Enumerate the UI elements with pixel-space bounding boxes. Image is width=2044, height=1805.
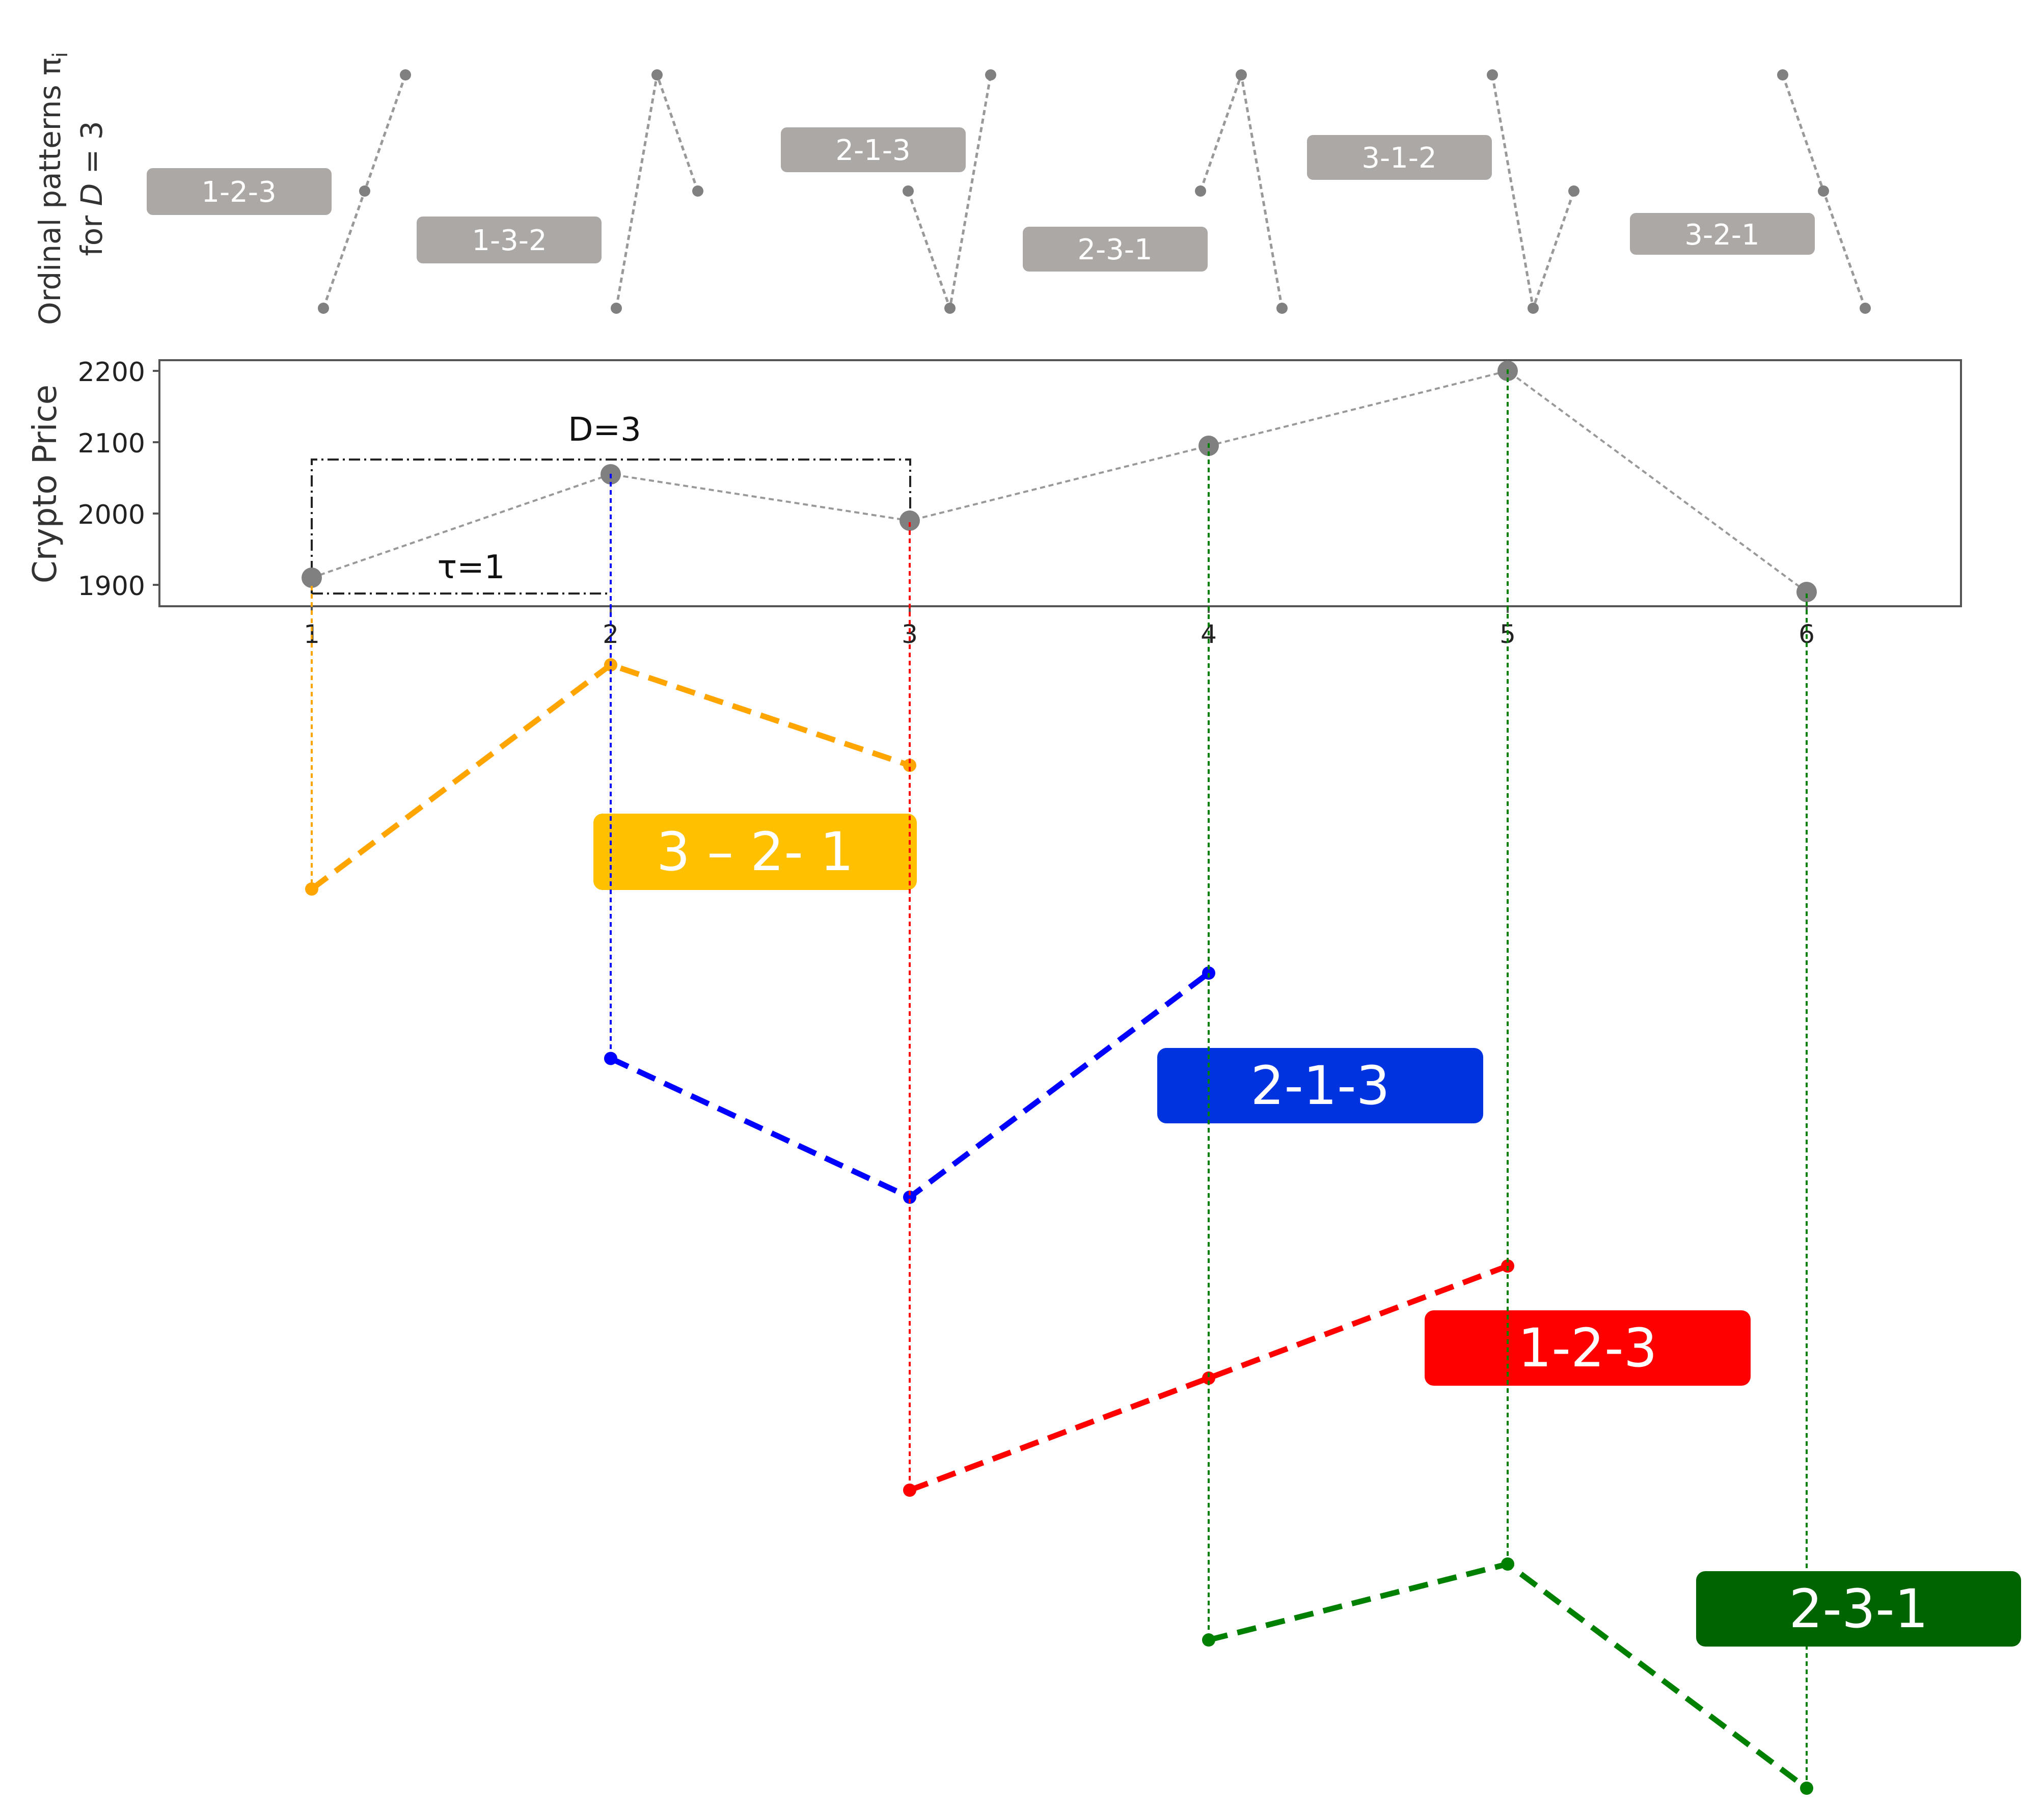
price-series <box>302 361 1817 602</box>
pattern-2-1-3: 2-1-3 <box>781 69 996 314</box>
pattern-1-3-2: 1-3-2 <box>417 69 703 314</box>
embedding-windows: 3 – 2- 1 2-1-3 1-2-3 2-3-1 <box>305 369 2021 1795</box>
pattern-point <box>651 69 663 80</box>
pattern-label-box <box>1023 227 1208 272</box>
pattern-point <box>400 69 411 80</box>
pattern-point <box>1818 185 1829 197</box>
y-tick-label: 2200 <box>78 357 145 388</box>
embedding-window-2: 2-1-3 <box>604 443 1483 1204</box>
window-pattern-line <box>909 1263 1509 1493</box>
y-tick-label: 2100 <box>78 428 145 459</box>
pattern-line <box>615 70 699 309</box>
window-label-box <box>1425 1310 1751 1386</box>
window-point <box>1202 1633 1215 1647</box>
pattern-line <box>1199 70 1284 309</box>
pattern-line <box>907 74 992 313</box>
price-line <box>311 369 1808 593</box>
pattern-point <box>1568 185 1579 197</box>
pattern-label: 2-3-1 <box>1077 233 1152 266</box>
pattern-point <box>1777 69 1788 80</box>
patterns-axis-label: Ordinal patterns πi <box>33 52 72 325</box>
pattern-point <box>1276 303 1288 314</box>
patterns-axis-sublabel: for D = 3 <box>74 121 109 256</box>
window-label: 2-3-1 <box>1789 1578 1928 1640</box>
pattern-label: 3-2-1 <box>1684 219 1759 252</box>
pattern-label: 1-3-2 <box>472 224 547 257</box>
pattern-point <box>692 185 703 197</box>
pattern-point <box>1528 303 1539 314</box>
plot-frame <box>158 359 1962 607</box>
pattern-point <box>1860 303 1871 314</box>
window-point <box>1800 1782 1813 1795</box>
pattern-point <box>1487 69 1498 80</box>
pattern-2-3-1: 2-3-1 <box>1023 69 1288 314</box>
pattern-label-box <box>781 127 966 172</box>
price-point <box>1796 582 1817 602</box>
pattern-point <box>359 185 370 197</box>
y-tick-label: 2000 <box>78 500 145 530</box>
window-point <box>1501 1557 1514 1571</box>
dimension-annotation: D=3 <box>568 411 641 449</box>
pattern-point <box>1236 69 1247 80</box>
x-ticks: 123456 <box>304 606 1815 649</box>
window-point <box>903 759 916 772</box>
pattern-label: 3-1-2 <box>1361 142 1436 175</box>
pattern-line <box>1491 74 1575 313</box>
pattern-point <box>944 303 956 314</box>
window-label: 1-2-3 <box>1518 1317 1657 1379</box>
pattern-3-2-1: 3-2-1 <box>1630 69 1871 314</box>
pattern-point <box>903 185 914 197</box>
y-ticks: 1900 2000 2100 2200 <box>78 357 159 602</box>
embedding-window-4: 2-3-1 <box>1202 369 2021 1795</box>
pattern-point <box>611 303 622 314</box>
price-point <box>302 568 322 588</box>
y-tick-label: 1900 <box>78 571 145 602</box>
ordinal-patterns-panel: Ordinal patterns πi for D = 3 1-2-3 1-3-… <box>33 52 1871 325</box>
delay-annotation: τ=1 <box>438 549 505 586</box>
window-label: 2-1-3 <box>1250 1055 1390 1117</box>
pattern-1-2-3: 1-2-3 <box>147 69 411 314</box>
window-point <box>903 1191 916 1204</box>
window-label-box <box>1157 1048 1483 1123</box>
window-point <box>305 882 318 896</box>
pattern-label-box <box>147 168 332 215</box>
pattern-label-box <box>1307 135 1492 180</box>
window-bracket <box>311 459 911 594</box>
pattern-point <box>318 303 329 314</box>
y-axis-label: Crypto Price <box>26 385 64 583</box>
pattern-3-1-2: 3-1-2 <box>1307 69 1579 314</box>
pattern-label: 1-2-3 <box>201 176 276 209</box>
pattern-point <box>1195 185 1206 197</box>
window-point <box>903 1484 916 1497</box>
embedding-window-3: 1-2-3 <box>903 369 1751 1497</box>
price-chart: Crypto Price 1900 2000 2100 2200 123456 D=3… <box>26 357 1962 649</box>
window-label-box <box>1696 1571 2021 1647</box>
pattern-label-box <box>417 217 602 263</box>
pattern-label: 2-1-3 <box>835 134 910 167</box>
pattern-label-box <box>1630 213 1815 255</box>
embedding-window-1: 3 – 2- 1 <box>305 474 917 896</box>
window-label-box <box>593 814 917 890</box>
window-point <box>604 1052 617 1065</box>
window-label: 3 – 2- 1 <box>657 821 854 883</box>
pattern-point <box>985 69 996 80</box>
price-point <box>900 510 920 531</box>
window-point <box>1202 1371 1215 1385</box>
